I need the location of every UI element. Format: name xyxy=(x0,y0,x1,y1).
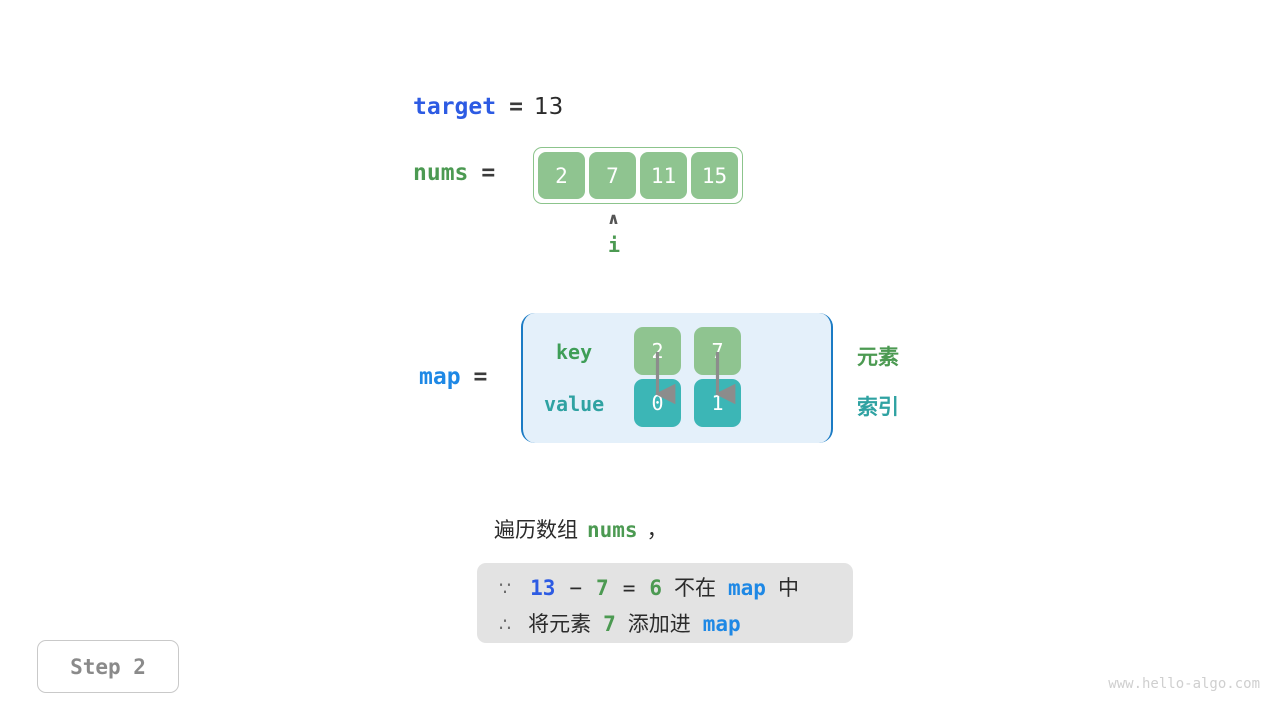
map-element-side-label: 元素 xyxy=(857,345,899,369)
target-declaration: target = 13 xyxy=(413,94,563,120)
note-added-value-token: 7 xyxy=(603,612,616,636)
array-cell: 7 xyxy=(589,152,636,199)
map-key-cell: 7 xyxy=(694,327,741,375)
map-value-row-label: value xyxy=(544,392,605,416)
description-suffix: ， xyxy=(646,518,668,542)
watermark: www.hello-algo.com xyxy=(1108,676,1260,692)
nums-declaration: nums = xyxy=(413,160,506,186)
target-equals-sign: = xyxy=(509,94,523,120)
target-value: 13 xyxy=(533,94,564,120)
note-map-token: map xyxy=(728,576,766,600)
description-line: 遍历数组 nums ， xyxy=(494,514,668,544)
target-variable-name: target xyxy=(413,94,497,120)
note-result-token: 6 xyxy=(649,576,663,600)
note-equals-sign: = xyxy=(622,576,636,600)
map-equals-sign: = xyxy=(473,364,488,390)
note-line-because: ∵ 13 − 7 = 6 不在 map 中 xyxy=(499,572,831,608)
step-badge-label: Step 2 xyxy=(70,654,146,679)
because-symbol-icon: ∵ xyxy=(499,578,512,600)
note-minus-sign: − xyxy=(569,576,583,600)
note-map-token: map xyxy=(702,612,741,636)
map-declaration: map = xyxy=(419,364,498,390)
note-target-token: 13 xyxy=(530,576,556,600)
map-key-row-label: key xyxy=(556,340,593,364)
map-index-side-label: 索引 xyxy=(857,395,899,419)
note-line-therefore: ∴ 将元素 7 添加进 map xyxy=(499,608,831,644)
nums-array-container: 2 7 11 15 xyxy=(533,147,743,204)
note-add-element-text: 将元素 xyxy=(528,612,592,636)
nums-equals-sign: = xyxy=(481,160,496,186)
description-prefix: 遍历数组 xyxy=(494,518,578,542)
index-pointer-caret-icon: ∧ xyxy=(607,209,620,228)
map-variable-name: map xyxy=(419,364,461,390)
nums-variable-name: nums xyxy=(413,160,469,186)
array-cell: 15 xyxy=(691,152,738,199)
note-current-value-token: 7 xyxy=(596,576,609,600)
map-value-cell: 0 xyxy=(634,379,681,427)
note-add-into-text: 添加进 xyxy=(627,612,691,636)
therefore-symbol-icon: ∴ xyxy=(499,614,512,636)
map-key-cell: 2 xyxy=(634,327,681,375)
description-code-token: nums xyxy=(587,518,638,542)
step-badge: Step 2 xyxy=(37,640,179,693)
map-value-cell: 1 xyxy=(694,379,741,427)
array-cell: 11 xyxy=(640,152,687,199)
reasoning-note-box: ∵ 13 − 7 = 6 不在 map 中 ∴ 将元素 7 添加进 map xyxy=(477,563,853,643)
note-tail-text: 中 xyxy=(777,576,799,600)
index-pointer-label: i xyxy=(608,233,621,257)
note-not-in-text: 不在 xyxy=(674,576,717,600)
array-cell: 2 xyxy=(538,152,585,199)
